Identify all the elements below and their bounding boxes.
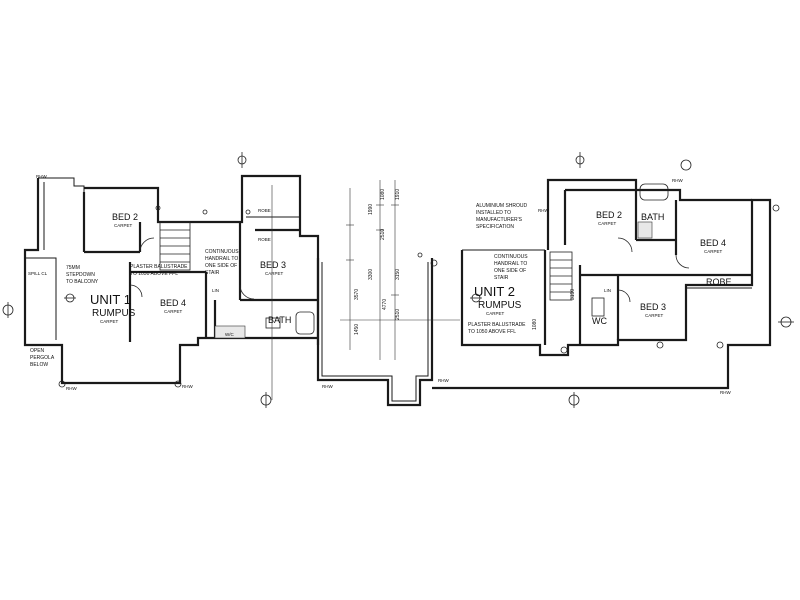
u1-bed3-label: BED 3 <box>260 260 286 270</box>
u1-rumpus-sub: CARPET <box>100 319 119 324</box>
rhw-label: RHW <box>720 390 731 395</box>
u1-bed3-sub: CARPET <box>265 271 284 276</box>
u2-bath-label: BATH <box>641 212 664 222</box>
u2-bed4-sub: CARPET <box>704 249 723 254</box>
u2-note-balustrade-2: TO 1050 ABOVE FFL <box>468 329 516 335</box>
u2-robe-label: ROBE <box>706 277 732 287</box>
u2-bed2-label: BED 2 <box>596 210 622 220</box>
unit2-plan <box>432 178 772 390</box>
rhw-label: RHW <box>538 208 549 213</box>
grid-markers <box>2 152 794 408</box>
u1-bed2-sub: CARPET <box>114 223 133 228</box>
rhw-label: RHW <box>36 174 47 179</box>
u2-unit-label: UNIT 2 <box>474 284 515 299</box>
dim-1080b: 1080 <box>532 319 538 330</box>
u1-note-pergola-1: OPEN <box>30 348 45 354</box>
u2-bed3-sub: CARPET <box>645 313 664 318</box>
u1-note-handrail-3: ONE SIDE OF <box>205 263 237 269</box>
dim-3150b: 3150 <box>570 289 576 300</box>
dim-2510b: 2510 <box>395 309 401 320</box>
downpipe-labels: RHW RHW RHW RHW RHW RHW RHW RHW <box>36 174 731 395</box>
unit1-plan <box>23 174 320 388</box>
u1-note-handrail-2: HANDRAIL TO <box>205 256 238 262</box>
unit1-labels: BED 2 CARPET BED 3 CARPET BED 4 CARPET B… <box>28 208 291 368</box>
u2-note-handrail-2: HANDRAIL TO <box>494 261 527 267</box>
u2-bed4-label: BED 4 <box>700 238 726 248</box>
u2-note-balustrade-1: PLASTER BALUSTRADE <box>468 322 526 328</box>
u1-robe-top: ROBE <box>258 208 271 213</box>
u1-note-balustrade-1: PLASTER BALUSTRADE <box>130 264 188 270</box>
dim-4770: 4770 <box>382 299 388 310</box>
dim-3300: 3300 <box>368 269 374 280</box>
u2-bed3-label: BED 3 <box>640 302 666 312</box>
u1-note-stepdown-2: STEPDOWN <box>66 272 95 278</box>
u2-note-shroud-3: MANUFACTURER'S <box>476 217 523 223</box>
u1-spill: SPILL CL <box>28 271 48 276</box>
dim-1450: 1450 <box>354 324 360 335</box>
rhw-label: RHW <box>438 378 449 383</box>
u2-wc-label: WC <box>592 316 607 326</box>
u1-bed4-sub: CARPET <box>164 309 183 314</box>
rhw-label: RHW <box>182 384 193 389</box>
dim-1910: 1910 <box>395 189 401 200</box>
rhw-label: RHW <box>66 386 77 391</box>
u1-note-balustrade-2: TO 1050 ABOVE FFL <box>130 271 178 277</box>
u1-robe-side: ROBE <box>258 237 271 242</box>
u2-note-handrail-3: ONE SIDE OF <box>494 268 526 274</box>
u2-rumpus-label: RUMPUS <box>478 300 522 311</box>
unit2-labels: BED 2 CARPET BED 4 CARPET BED 3 CARPET B… <box>468 203 732 335</box>
middle-section <box>271 180 460 407</box>
dim-2510a: 2510 <box>380 229 386 240</box>
u1-note-pergola-3: BELOW <box>30 362 48 368</box>
u1-note-stepdown-3: TO BALCONY <box>66 279 99 285</box>
u2-note-shroud-2: INSTALLED TO <box>476 210 511 216</box>
dim-1990: 1990 <box>368 204 374 215</box>
u1-bed4-label: BED 4 <box>160 298 186 308</box>
dimension-labels: 1080 1910 1990 2510 3300 3570 4770 2510 … <box>354 189 576 335</box>
u1-note-pergola-2: PERGOLA <box>30 355 55 361</box>
u2-linen: LIN <box>604 288 611 293</box>
dim-3570: 3570 <box>354 289 360 300</box>
u1-wc: W/C <box>225 332 234 337</box>
u1-unit-label: UNIT 1 <box>90 292 131 307</box>
u2-note-handrail-4: STAIR <box>494 275 509 281</box>
u2-note-handrail-1: CONTINUOUS <box>494 254 528 260</box>
u1-bath-label: BATH <box>268 315 291 325</box>
u1-linen: LIN <box>212 288 219 293</box>
rhw-label: RHW <box>322 384 333 389</box>
dim-1080: 1080 <box>380 189 386 200</box>
rhw-label: RHW <box>672 178 683 183</box>
u1-rumpus-label: RUMPUS <box>92 308 136 319</box>
u1-note-stepdown-1: 75MM <box>66 265 80 271</box>
u2-note-shroud-1: ALUMINIUM SHROUD <box>476 203 528 209</box>
u2-rumpus-sub: CARPET <box>486 311 505 316</box>
u1-bed2-label: BED 2 <box>112 212 138 222</box>
u2-bed2-sub: CARPET <box>598 221 617 226</box>
u1-note-handrail-4: STAIR <box>205 270 220 276</box>
u2-note-shroud-4: SPECIFICATION <box>476 224 514 230</box>
dim-3150a: 3150 <box>395 269 401 280</box>
u1-note-handrail-1: CONTINUOUS <box>205 249 239 255</box>
